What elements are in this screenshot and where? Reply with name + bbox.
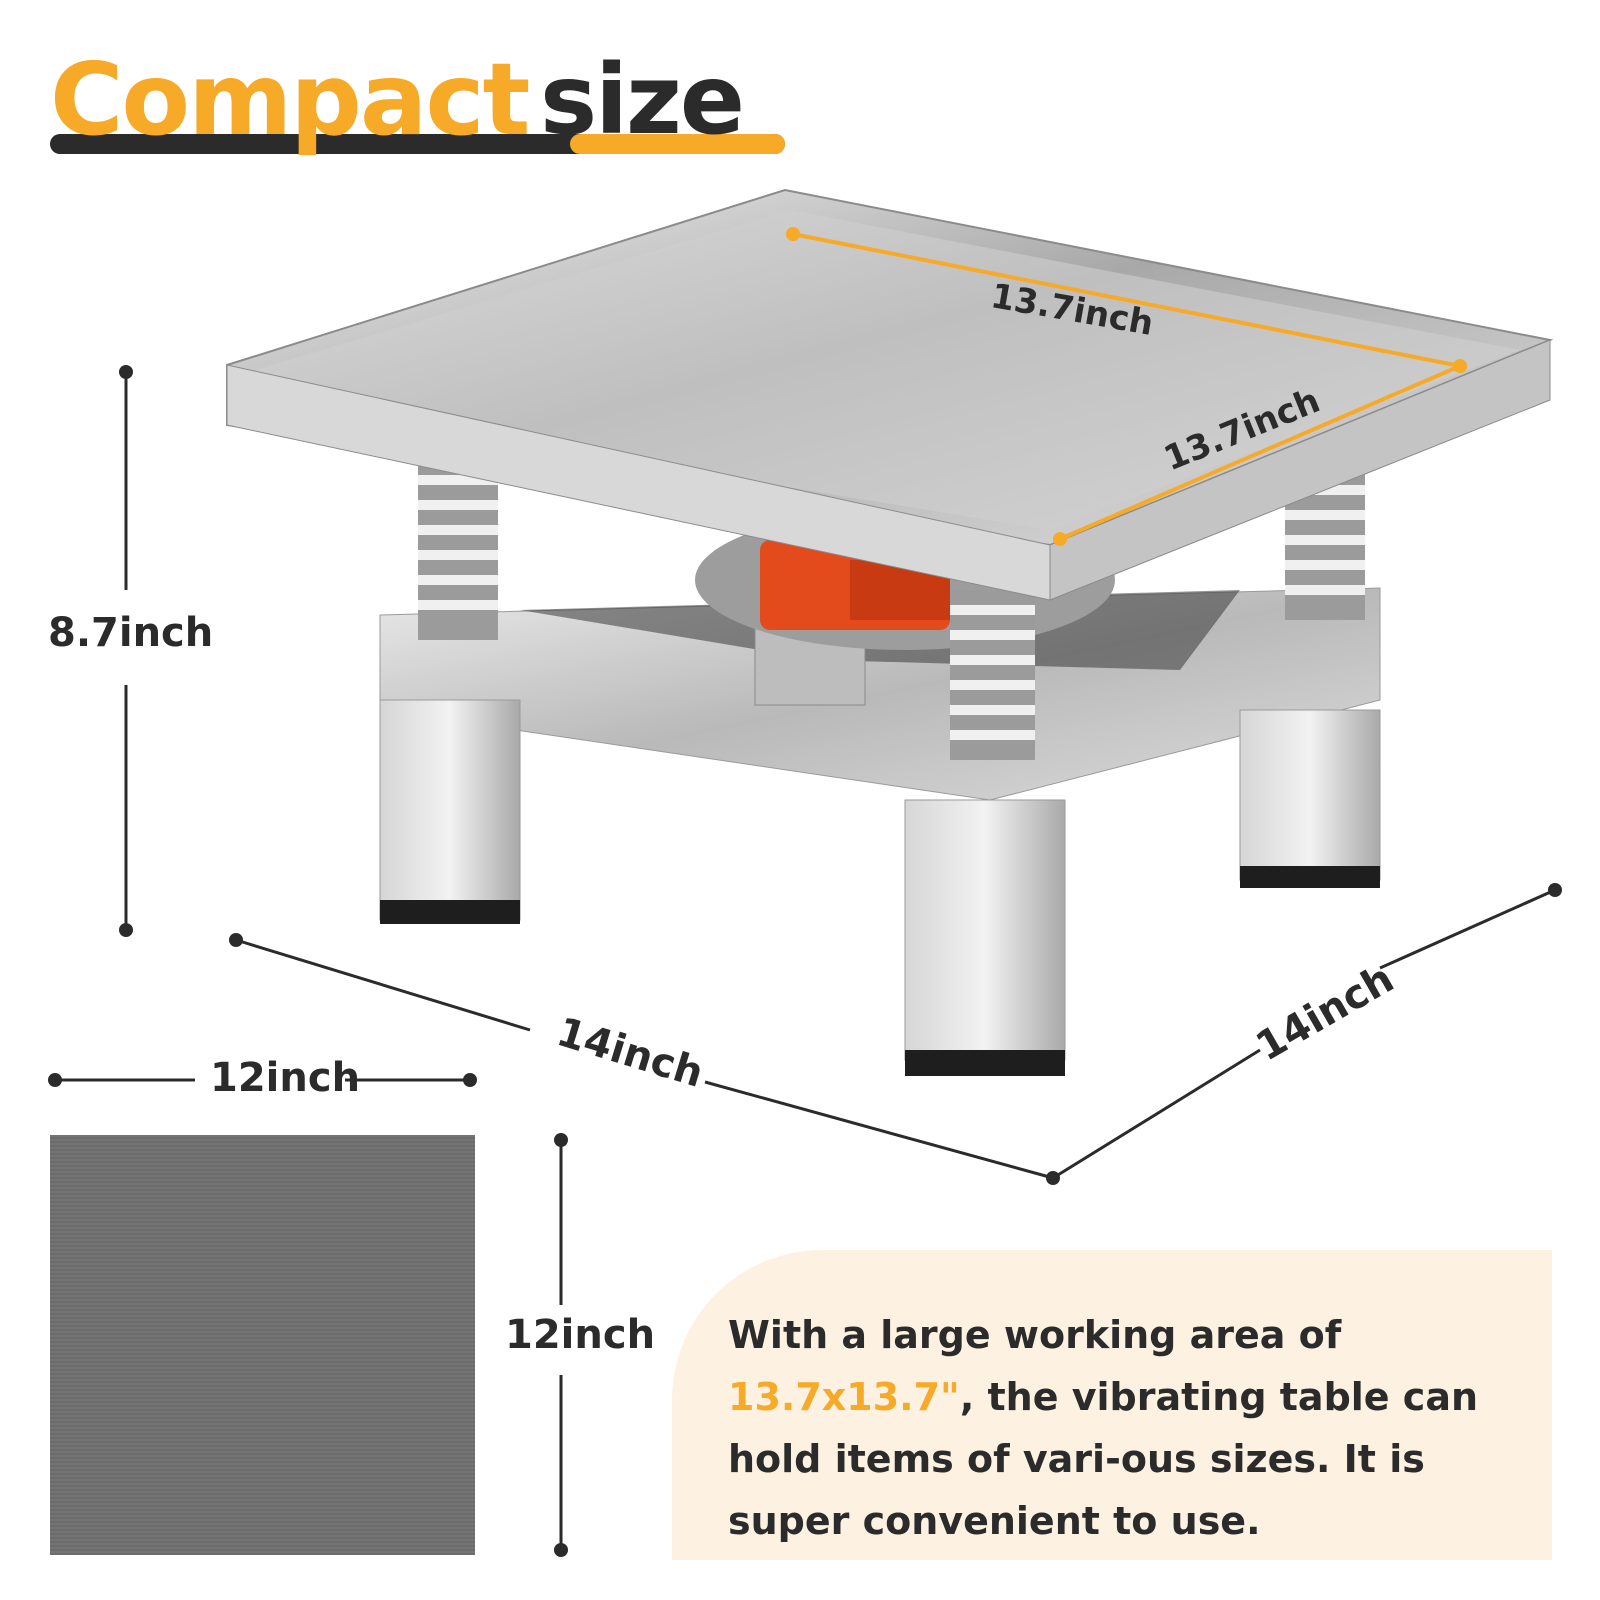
height-label: 8.7inch	[48, 610, 214, 656]
spring-front	[950, 590, 1035, 760]
leg-front	[904, 799, 1066, 1061]
rubber-mat	[50, 1135, 475, 1555]
title-word-size: size	[540, 44, 745, 156]
spring-back-left	[418, 460, 498, 640]
mat-width-label: 12inch	[210, 1055, 361, 1101]
callout-text: With a large working area of 13.7x13.7",…	[728, 1304, 1528, 1552]
leg-back-left	[379, 699, 521, 921]
feature-callout: With a large working area of 13.7x13.7",…	[672, 1250, 1552, 1560]
leg-back-right	[1239, 709, 1381, 881]
callout-text-after: , the vibrating table can hold items of …	[728, 1375, 1479, 1543]
title-word-compact: Compact	[50, 41, 530, 158]
callout-text-before: With a large working area of	[728, 1313, 1342, 1357]
callout-highlight: 13.7x13.7"	[728, 1375, 960, 1419]
title-underline-accent	[570, 134, 785, 154]
mat-height-label: 12inch	[505, 1312, 656, 1358]
mat-height-dimension-line	[554, 1133, 568, 1557]
tray-dimension-lines	[786, 227, 1467, 546]
height-dimension-line	[119, 365, 133, 937]
base-frame	[379, 587, 1381, 1076]
vibrating-tray	[226, 188, 1554, 601]
base-side-dimension-line	[1052, 883, 1562, 1180]
mat-width-dimension-line	[48, 1073, 477, 1087]
